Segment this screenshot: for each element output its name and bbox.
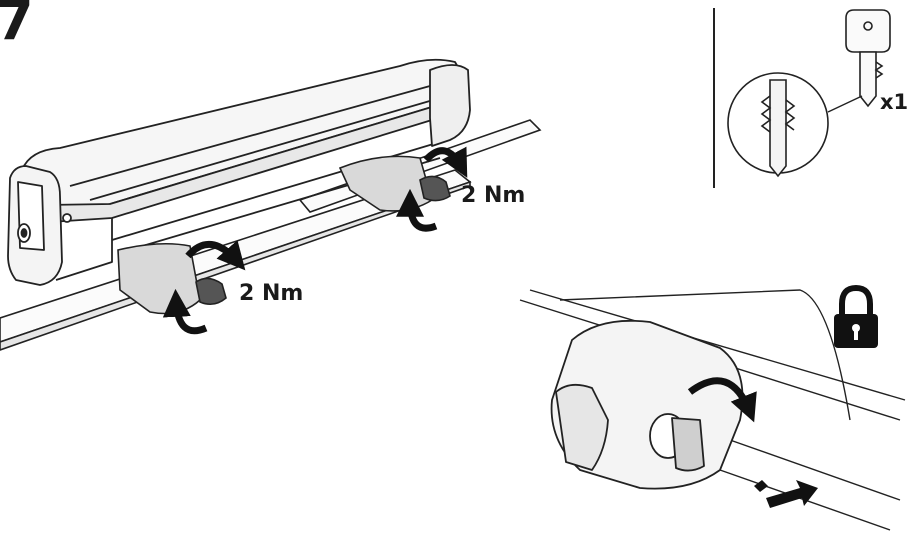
lock-turn-arrow [687,377,757,423]
padlock-icon [834,284,878,348]
key-quantity: x1 [880,90,909,114]
step-number: 7 [0,0,34,52]
key-pointer-line [827,95,863,113]
arrow-right-icon [754,480,818,508]
torque-label-front: 2 Nm [239,281,304,306]
rotation-arrows-front [162,240,246,335]
key-icon [845,9,891,108]
key-detail-circle [727,72,829,178]
rotation-arrows-rear [396,146,468,232]
carrier-body [7,58,471,286]
torque-label-rear: 2 Nm [461,183,526,208]
section-divider [713,8,715,188]
lock-detail-housing [550,319,744,490]
